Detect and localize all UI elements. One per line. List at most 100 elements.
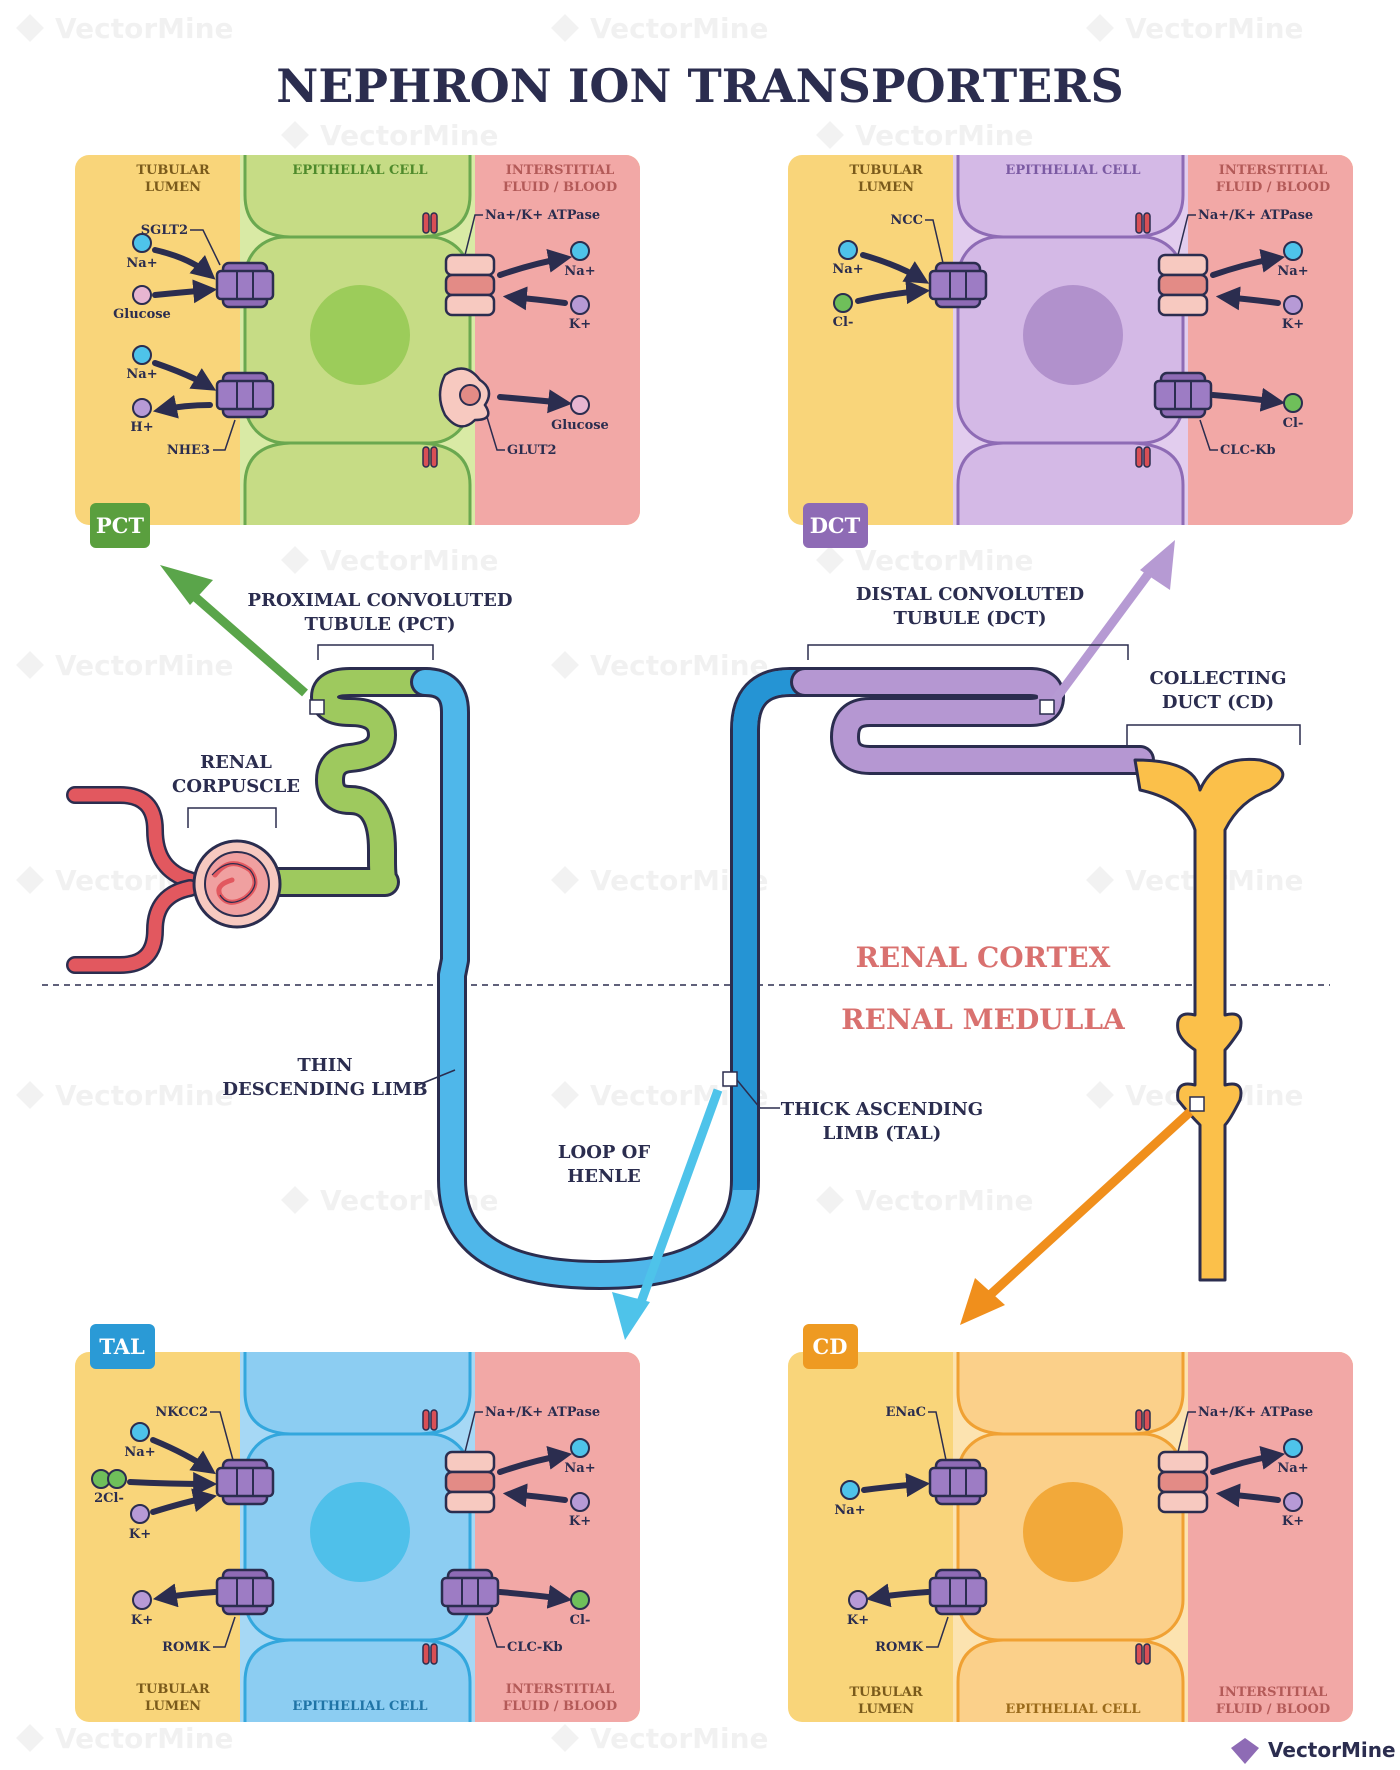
two-chloride-label: 2Cl- <box>94 1491 124 1506</box>
dct-label: DISTAL CONVOLUTED <box>856 584 1084 605</box>
renal-corpuscle-label: CORPUSCLE <box>172 776 300 797</box>
sodium-label: Na+ <box>1277 264 1308 279</box>
watermark-text: VectorMine <box>55 1079 234 1112</box>
enac-label: ENaC <box>885 1405 926 1420</box>
potassium-ion <box>1283 1492 1303 1512</box>
page-title: NEPHRON ION TRANSPORTERS <box>276 59 1123 113</box>
glucose-label: Glucose <box>551 418 609 433</box>
sodium-label: Na+ <box>126 256 157 271</box>
dct-label: TUBULE (DCT) <box>893 608 1046 629</box>
sodium-label: Na+ <box>564 264 595 279</box>
dct-badge-label: DCT <box>810 513 861 538</box>
chloride-ion <box>107 1469 127 1489</box>
chloride-ion <box>833 293 853 313</box>
potassium-ion <box>1283 295 1303 315</box>
watermark-text: VectorMine <box>55 649 234 682</box>
glucose-label: Glucose <box>113 307 171 322</box>
glucose-molecule <box>132 285 152 305</box>
sodium-ion <box>1283 1438 1303 1458</box>
vectormine-logo-text: VectorMine <box>1268 1738 1396 1762</box>
thick-ascending-limb-label: THICK ASCENDING <box>781 1099 983 1120</box>
thin-descending-limb-label: DESCENDING LIMB <box>222 1079 427 1100</box>
lumen-header: TUBULAR <box>136 1682 210 1697</box>
sodium-ion <box>840 1480 860 1500</box>
pct-badge <box>90 503 150 548</box>
chloride-label: Cl- <box>833 315 854 330</box>
renal-corpuscle-label: RENAL <box>200 752 272 773</box>
tal-panel: TUBULAR LUMEN EPITHELIAL CELL INTERSTITI… <box>75 1324 640 1722</box>
lumen-header: LUMEN <box>858 180 914 195</box>
epithelial-header: EPITHELIAL CELL <box>1005 1702 1140 1717</box>
sodium-ion <box>130 1422 150 1442</box>
sodium-label: Na+ <box>126 367 157 382</box>
sodium-label: Na+ <box>124 1445 155 1460</box>
watermark-text: VectorMine <box>320 544 499 577</box>
potassium-label: K+ <box>847 1613 869 1628</box>
lumen-header: TUBULAR <box>849 163 923 178</box>
interstitial-header: FLUID / BLOOD <box>1216 1702 1330 1717</box>
dct-panel: TUBULAR LUMEN EPITHELIAL CELL INTERSTITI… <box>788 155 1353 548</box>
epithelial-header: EPITHELIAL CELL <box>292 1699 427 1714</box>
potassium-label: K+ <box>569 317 591 332</box>
glut2-transporter <box>438 367 491 428</box>
lumen-header: TUBULAR <box>849 1685 923 1700</box>
sodium-ion <box>570 1438 590 1458</box>
interstitial-header: FLUID / BLOOD <box>503 180 617 195</box>
romk-label: ROMK <box>162 1640 211 1655</box>
watermark-text: VectorMine <box>855 1184 1034 1217</box>
cd-panel: TUBULAR LUMEN EPITHELIAL CELL INTERSTITI… <box>788 1324 1353 1722</box>
tal-badge-label: TAL <box>99 1334 145 1359</box>
renal-cortex-label: RENAL CORTEX <box>856 941 1111 974</box>
sodium-label: Na+ <box>564 1461 595 1476</box>
chloride-ion <box>570 1590 590 1610</box>
sodium-label: Na+ <box>1277 1461 1308 1476</box>
interstitial-header: FLUID / BLOOD <box>1216 180 1330 195</box>
dct-pointer-arrow <box>1051 562 1159 703</box>
clc-kb-label: CLC-Kb <box>507 1640 563 1655</box>
watermark-text: VectorMine <box>590 12 769 45</box>
atpase-label: Na+/K+ ATPase <box>1198 208 1313 223</box>
watermark-text: VectorMine <box>55 12 234 45</box>
epithelial-header: EPITHELIAL CELL <box>1005 163 1140 178</box>
collecting-duct-label: COLLECTING <box>1149 668 1286 689</box>
watermark-text: VectorMine <box>590 649 769 682</box>
potassium-label: K+ <box>131 1613 153 1628</box>
sodium-ion <box>132 233 152 253</box>
chloride-label: Cl- <box>1283 416 1304 431</box>
cd-badge-label: CD <box>813 1334 848 1359</box>
potassium-ion <box>570 295 590 315</box>
collecting-duct <box>1133 757 1285 1282</box>
watermark-text: VectorMine <box>590 1722 769 1755</box>
potassium-ion <box>132 1590 152 1610</box>
thick-ascending-limb-label: LIMB (TAL) <box>823 1123 942 1144</box>
collecting-duct-label: DUCT (CD) <box>1162 692 1274 713</box>
chloride-ion <box>1283 393 1303 413</box>
potassium-ion <box>848 1590 868 1610</box>
atpase-label: Na+/K+ ATPase <box>1198 1405 1313 1420</box>
lumen-header: TUBULAR <box>136 163 210 178</box>
sodium-label: Na+ <box>834 1503 865 1518</box>
sodium-ion <box>132 345 152 365</box>
ncc-label: NCC <box>890 213 923 228</box>
watermark-text: VectorMine <box>855 544 1034 577</box>
interstitial-header: INTERSTITIAL <box>1219 1685 1327 1700</box>
clc-kb-label: CLC-Kb <box>1220 443 1276 458</box>
interstitial-header: INTERSTITIAL <box>506 163 614 178</box>
dct-badge <box>803 503 868 548</box>
hydrogen-label: H+ <box>130 420 153 435</box>
tal-pointer-arrow <box>635 1088 723 1307</box>
pct-label: TUBULE (PCT) <box>305 614 456 635</box>
interstitial-header: INTERSTITIAL <box>1219 163 1327 178</box>
loop-of-henle-label: HENLE <box>567 1166 641 1187</box>
watermark-text: VectorMine <box>55 1722 234 1755</box>
lumen-header: LUMEN <box>858 1702 914 1717</box>
cd-badge <box>803 1324 858 1369</box>
sodium-ion <box>1283 241 1303 261</box>
lumen-header: LUMEN <box>145 1699 201 1714</box>
nkcc2-label: NKCC2 <box>155 1405 208 1420</box>
chloride-label: Cl- <box>570 1613 591 1628</box>
renal-medulla-label: RENAL MEDULLA <box>841 1003 1126 1036</box>
epithelial-header: EPITHELIAL CELL <box>292 163 427 178</box>
interstitial-header: INTERSTITIAL <box>506 1682 614 1697</box>
